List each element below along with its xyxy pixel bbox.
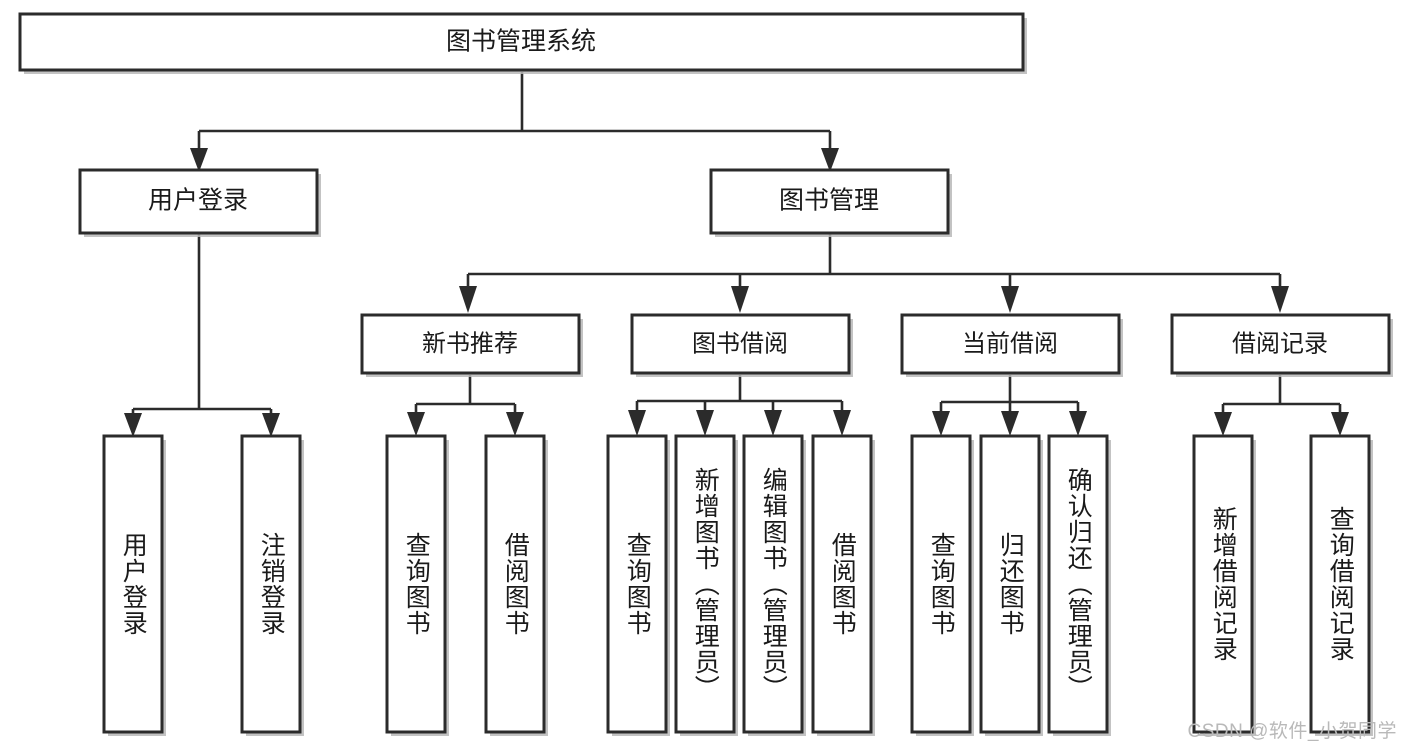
arrow-bb-leaf-4 (833, 410, 851, 436)
node-borrow-record-box[interactable] (1170, 313, 1391, 375)
node-book-management-label: 图书管理 (779, 187, 879, 215)
node-book-borrow-box[interactable] (630, 313, 851, 375)
arrow-to-borrow-record (1271, 286, 1289, 313)
arrow-br-leaf-2 (1331, 412, 1349, 436)
node-leaf-cb-2-box[interactable] (979, 434, 1041, 734)
arrow-nbr-leaf-1 (407, 412, 425, 436)
connector-root-to-level2 (197, 72, 832, 155)
connector-new-book-recommend-bus (414, 375, 517, 418)
arrow-to-book-borrow (731, 286, 749, 313)
node-layer: 图书管理系统 用户登录 图书管理 新书推荐 图书借阅 当前借阅 借阅记录 (18, 12, 1393, 736)
node-leaf-bb-4-box[interactable] (811, 434, 873, 734)
arrow-bb-leaf-3 (764, 410, 782, 436)
node-root-label: 图书管理系统 (446, 28, 596, 56)
arrow-bb-leaf-1 (628, 410, 646, 436)
node-leaf-nbr-1-box[interactable] (385, 434, 447, 734)
arrow-cb-leaf-1 (932, 411, 950, 436)
connector-current-borrow-bus (939, 375, 1080, 416)
node-leaf-cb-1-box[interactable] (910, 434, 972, 734)
arrow-to-leaf-logout (262, 413, 280, 437)
arrow-to-book-management (821, 148, 839, 172)
arrow-to-current-borrow (1001, 286, 1019, 313)
arrow-to-leaf-user-login (124, 413, 142, 437)
connector-book-borrow-bus (635, 375, 844, 416)
node-leaf-br-2-box[interactable] (1309, 434, 1371, 734)
node-leaf-user-login-box[interactable] (102, 434, 164, 734)
connector-borrow-record-bus (1221, 375, 1342, 418)
arrow-to-user-login (190, 148, 208, 172)
node-user-login-label: 用户登录 (148, 187, 248, 215)
arrow-cb-leaf-3 (1069, 411, 1087, 436)
node-current-borrow-box[interactable] (900, 313, 1121, 375)
connector-layer (124, 72, 1349, 437)
node-leaf-logout-box[interactable] (240, 434, 302, 734)
arrow-to-new-book-recommend (459, 286, 477, 313)
node-root-box[interactable] (18, 12, 1025, 72)
node-current-borrow-label: 当前借阅 (962, 330, 1058, 357)
node-borrow-record-label: 借阅记录 (1232, 330, 1328, 357)
node-leaf-bb-2-box[interactable] (674, 434, 736, 734)
node-leaf-bb-1-box[interactable] (606, 434, 668, 734)
connector-book-management-bus (466, 233, 1282, 290)
arrow-bb-leaf-2 (696, 410, 714, 436)
node-book-borrow-label: 图书借阅 (692, 330, 788, 357)
node-leaf-cb-3-box[interactable] (1047, 434, 1109, 734)
node-leaf-nbr-2-box[interactable] (484, 434, 546, 734)
connector-user-login-bus (131, 233, 273, 420)
node-leaf-br-1-box[interactable] (1192, 434, 1254, 734)
node-leaf-bb-3-box[interactable] (742, 434, 804, 734)
node-book-management-box[interactable] (709, 168, 950, 235)
node-new-book-recommend-box[interactable] (360, 313, 581, 375)
arrow-cb-leaf-2 (1001, 411, 1019, 436)
node-user-login-box[interactable] (78, 168, 319, 235)
arrow-nbr-leaf-2 (506, 412, 524, 436)
arrow-br-leaf-1 (1214, 412, 1232, 436)
node-new-book-recommend-label: 新书推荐 (422, 330, 518, 357)
csdn-watermark: CSDN @软件_小贺同学 (1187, 721, 1397, 742)
